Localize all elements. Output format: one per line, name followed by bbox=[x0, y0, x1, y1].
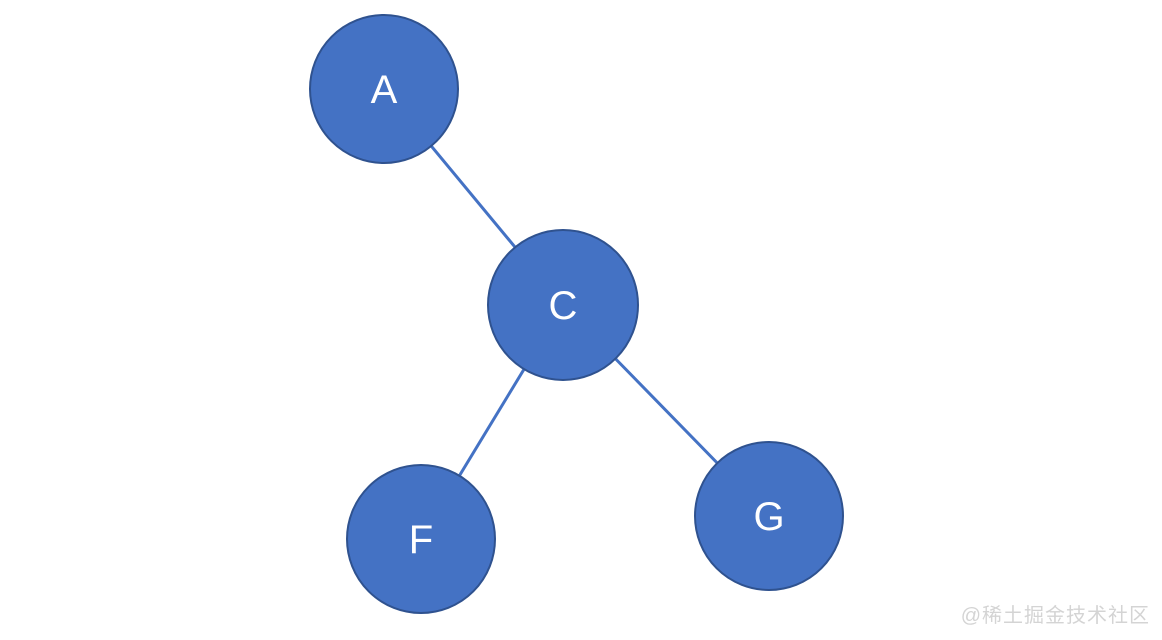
node-label-G: G bbox=[753, 495, 784, 539]
tree-node-G: G bbox=[694, 441, 844, 591]
node-label-F: F bbox=[409, 518, 433, 562]
watermark: @稀土掘金技术社区 bbox=[960, 605, 1150, 627]
node-circle-A bbox=[309, 14, 459, 164]
node-circle-C bbox=[487, 229, 639, 381]
node-label-A: A bbox=[371, 68, 398, 112]
tree-node-C: C bbox=[487, 229, 639, 381]
node-label-C: C bbox=[549, 284, 578, 328]
node-circle-G bbox=[694, 441, 844, 591]
node-circle-F bbox=[346, 464, 496, 614]
tree-node-A: A bbox=[309, 14, 459, 164]
tree-node-F: F bbox=[346, 464, 496, 614]
